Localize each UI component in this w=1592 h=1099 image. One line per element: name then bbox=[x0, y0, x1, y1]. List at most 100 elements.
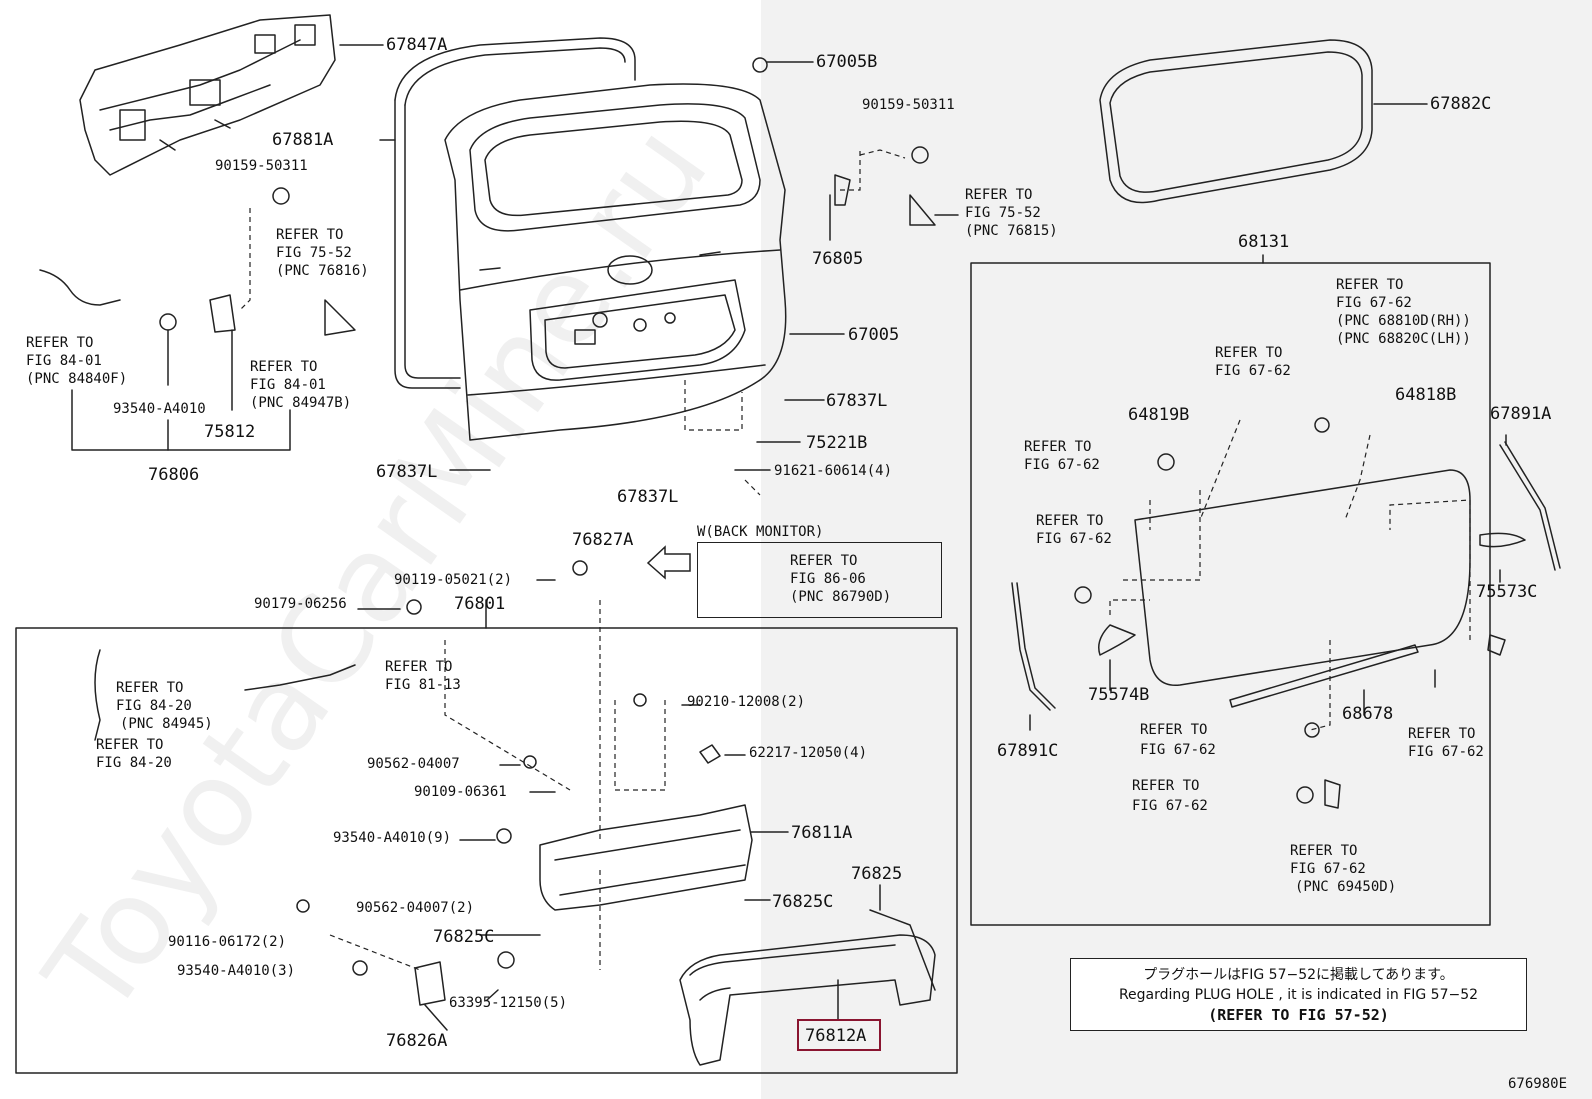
ref-84-20-b-2[interactable]: FIG 84-20 bbox=[96, 755, 172, 771]
callout-64818b[interactable]: 64818B bbox=[1395, 385, 1457, 405]
callout-90109[interactable]: 90109-06361 bbox=[414, 784, 507, 800]
ref-84-20-a-2[interactable]: FIG 84-20 bbox=[116, 698, 192, 714]
callout-75574b[interactable]: 75574B bbox=[1088, 685, 1150, 705]
ref-84-01-left-2[interactable]: FIG 84-01 bbox=[26, 353, 102, 369]
callout-90210[interactable]: 90210-12008(2) bbox=[687, 694, 806, 710]
callout-75221b[interactable]: 75221B bbox=[806, 433, 868, 453]
callout-68678[interactable]: 68678 bbox=[1342, 704, 1394, 724]
ref-67-62-top-3[interactable]: (PNC 68810D(RH)) bbox=[1336, 313, 1471, 329]
glass-assembly-box bbox=[970, 262, 1491, 926]
callout-90119[interactable]: 90119-05021(2) bbox=[394, 572, 513, 588]
ref-67-62-g-3[interactable]: (PNC 69450D) bbox=[1295, 879, 1397, 895]
ref-67-62-a-1[interactable]: REFER TO bbox=[1215, 345, 1283, 361]
ref-84-20-b-1[interactable]: REFER TO bbox=[96, 737, 164, 753]
ref-67-62-f-2[interactable]: FIG 67-62 bbox=[1132, 798, 1208, 814]
ref-67-62-d-2[interactable]: FIG 67-62 bbox=[1140, 742, 1216, 758]
diagram-id: 676980E bbox=[1508, 1076, 1568, 1092]
callout-93540-a4010-9[interactable]: 93540-A4010(9) bbox=[333, 830, 452, 846]
callout-64819b[interactable]: 64819B bbox=[1128, 405, 1190, 425]
callout-67891a[interactable]: 67891A bbox=[1490, 404, 1552, 424]
ref-75-52-right-2[interactable]: FIG 75-52 bbox=[965, 205, 1041, 221]
callout-76827a[interactable]: 76827A bbox=[572, 530, 634, 550]
back-monitor-box bbox=[697, 542, 942, 618]
ref-84-20-a-3[interactable]: (PNC 84945) bbox=[120, 716, 213, 732]
molding-68678 bbox=[1229, 644, 1419, 708]
callout-76806[interactable]: 76806 bbox=[148, 465, 200, 485]
callout-68131[interactable]: 68131 bbox=[1238, 232, 1290, 252]
ref-86-06-2[interactable]: FIG 86-06 bbox=[790, 571, 866, 587]
callout-75812[interactable]: 75812 bbox=[204, 422, 256, 442]
ref-75-52-left-1[interactable]: REFER TO bbox=[276, 227, 344, 243]
callout-90562-2[interactable]: 90562-04007(2) bbox=[356, 900, 475, 916]
ref-67-62-g-2[interactable]: FIG 67-62 bbox=[1290, 861, 1366, 877]
callout-67005[interactable]: 67005 bbox=[848, 325, 900, 345]
ref-84-01-right-3[interactable]: (PNC 84947B) bbox=[250, 395, 352, 411]
ref-67-62-e-1[interactable]: REFER TO bbox=[1408, 726, 1476, 742]
ref-67-62-c-1[interactable]: REFER TO bbox=[1036, 513, 1104, 529]
ref-86-06-3[interactable]: (PNC 86790D) bbox=[790, 589, 892, 605]
callout-76826a[interactable]: 76826A bbox=[386, 1031, 448, 1051]
ref-67-62-top-2[interactable]: FIG 67-62 bbox=[1336, 295, 1412, 311]
callout-93540-a4010-3[interactable]: 93540-A4010(3) bbox=[177, 963, 296, 979]
ref-67-62-top-4[interactable]: (PNC 68820C(LH)) bbox=[1336, 331, 1471, 347]
callout-90179[interactable]: 90179-06256 bbox=[254, 596, 347, 612]
ref-75-52-left-3[interactable]: (PNC 76816) bbox=[276, 263, 369, 279]
callout-76805[interactable]: 76805 bbox=[812, 249, 864, 269]
callout-67882c[interactable]: 67882C bbox=[1430, 94, 1492, 114]
seal-67882c bbox=[1099, 39, 1373, 204]
callout-76825[interactable]: 76825 bbox=[851, 864, 903, 884]
ref-84-01-right-2[interactable]: FIG 84-01 bbox=[250, 377, 326, 393]
back-glass bbox=[1134, 469, 1471, 687]
callout-76811a[interactable]: 76811A bbox=[791, 823, 853, 843]
ref-84-20-a-1[interactable]: REFER TO bbox=[116, 680, 184, 696]
note-en: Regarding PLUG HOLE , it is indicated in… bbox=[1118, 987, 1479, 1003]
ref-67-62-b-2[interactable]: FIG 67-62 bbox=[1024, 457, 1100, 473]
ref-84-01-left-1[interactable]: REFER TO bbox=[26, 335, 94, 351]
ref-81-13-1[interactable]: REFER TO bbox=[385, 659, 453, 675]
callout-90562-top[interactable]: 90562-04007 bbox=[367, 756, 460, 772]
callout-91621[interactable]: 91621-60614(4) bbox=[774, 463, 893, 479]
ref-67-62-c-2[interactable]: FIG 67-62 bbox=[1036, 531, 1112, 547]
ref-75-52-right-3[interactable]: (PNC 76815) bbox=[965, 223, 1058, 239]
note-ref[interactable]: (REFER TO FIG 57-52) bbox=[1208, 1006, 1389, 1024]
callout-63395[interactable]: 63395-12150(5) bbox=[449, 995, 568, 1011]
highlighted-part-box[interactable] bbox=[797, 1019, 881, 1051]
callout-93540-a4010-top[interactable]: 93540-A4010 bbox=[113, 401, 206, 417]
callout-90116[interactable]: 90116-06172(2) bbox=[168, 934, 287, 950]
callout-67837l-right[interactable]: 67837L bbox=[826, 391, 888, 411]
callout-75573c[interactable]: 75573C bbox=[1476, 582, 1538, 602]
ref-67-62-a-2[interactable]: FIG 67-62 bbox=[1215, 363, 1291, 379]
ref-67-62-e-2[interactable]: FIG 67-62 bbox=[1408, 744, 1484, 760]
callout-67837l-left[interactable]: 67837L bbox=[376, 462, 438, 482]
callout-62217[interactable]: 62217-12050(4) bbox=[749, 745, 868, 761]
callout-67881a[interactable]: 67881A bbox=[272, 130, 334, 150]
plug-hole-note: プラグホールはFIG 57−52に掲載してあります。 Regarding PLU… bbox=[1070, 958, 1527, 1031]
ref-67-62-top-1[interactable]: REFER TO bbox=[1336, 277, 1404, 293]
ref-75-52-left-2[interactable]: FIG 75-52 bbox=[276, 245, 352, 261]
callout-90159-left[interactable]: 90159-50311 bbox=[215, 158, 308, 174]
ref-86-06-1[interactable]: REFER TO bbox=[790, 553, 858, 569]
callout-67847a[interactable]: 67847A bbox=[386, 35, 448, 55]
ref-81-13-2[interactable]: FIG 81-13 bbox=[385, 677, 461, 693]
insulator-67847a bbox=[79, 14, 336, 176]
ref-67-62-f-1[interactable]: REFER TO bbox=[1132, 778, 1200, 794]
ref-75-52-right-1[interactable]: REFER TO bbox=[965, 187, 1033, 203]
ref-84-01-right-1[interactable]: REFER TO bbox=[250, 359, 318, 375]
callout-76825c-left[interactable]: 76825C bbox=[433, 927, 495, 947]
shaded-region bbox=[761, 0, 1592, 1099]
callout-76825c-right[interactable]: 76825C bbox=[772, 892, 834, 912]
callout-67891c[interactable]: 67891C bbox=[997, 741, 1059, 761]
callout-90159-right[interactable]: 90159-50311 bbox=[862, 97, 955, 113]
callout-76801[interactable]: 76801 bbox=[454, 594, 506, 614]
callout-67005b[interactable]: 67005B bbox=[816, 52, 878, 72]
ref-67-62-d-1[interactable]: REFER TO bbox=[1140, 722, 1208, 738]
w-back-monitor-label: W(BACK MONITOR) bbox=[697, 524, 824, 540]
callout-67837l-bottom[interactable]: 67837L bbox=[617, 487, 679, 507]
garnish-76812a bbox=[679, 934, 936, 1066]
ref-67-62-b-1[interactable]: REFER TO bbox=[1024, 439, 1092, 455]
weatherstrip-67881a bbox=[394, 37, 636, 389]
callout-76812a[interactable]: 76812A bbox=[805, 1026, 867, 1046]
ref-84-01-left-3[interactable]: (PNC 84840F) bbox=[26, 371, 128, 387]
ref-67-62-g-1[interactable]: REFER TO bbox=[1290, 843, 1358, 859]
